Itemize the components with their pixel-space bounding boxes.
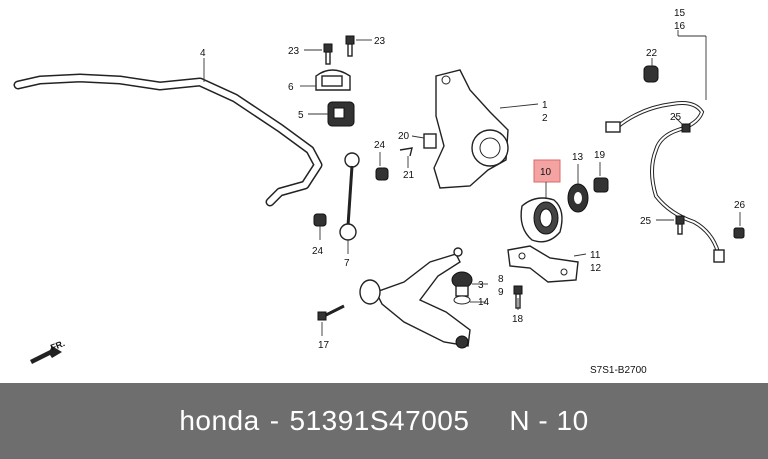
label-4: 4 <box>200 48 206 59</box>
label-12: 12 <box>590 263 602 274</box>
caption-brand: honda <box>179 405 260 436</box>
label-8: 8 <box>498 274 504 285</box>
label-9: 9 <box>498 287 504 298</box>
label-17: 17 <box>318 340 330 351</box>
caption-ref: N - 10 <box>509 405 589 436</box>
diagram-code: S7S1-B2700 <box>590 365 647 376</box>
lower-arm <box>359 247 471 349</box>
label-1: 1 <box>542 100 548 111</box>
wheel-sensor-harness <box>605 101 725 263</box>
clip-14 <box>453 295 471 305</box>
label-22: 22 <box>646 48 658 59</box>
label-6: 6 <box>288 82 294 93</box>
bolt-26 <box>733 227 745 239</box>
label-23-left: 23 <box>288 46 300 57</box>
grommet-22 <box>643 65 659 83</box>
label-3: 3 <box>478 280 484 291</box>
bolt-23-right <box>345 35 355 57</box>
bolt-25-lower <box>675 215 685 235</box>
ball-joint-3 <box>451 271 473 297</box>
label-2: 2 <box>542 113 548 124</box>
stabilizer-link-7 <box>339 152 360 241</box>
parts-diagram: 4 23 23 6 5 7 24 24 <box>13 8 746 376</box>
stabilizer-holder-6 <box>315 69 351 91</box>
caption-bar: honda - 51391S47005 N - 10 <box>0 383 768 459</box>
bolt-23-left <box>323 43 333 65</box>
label-5: 5 <box>298 110 304 121</box>
label-26: 26 <box>734 200 746 211</box>
bolt-17 <box>317 304 345 321</box>
label-14: 14 <box>478 297 490 308</box>
label-18: 18 <box>512 314 524 325</box>
nut-20 <box>423 133 437 149</box>
compliance-bushing-10 <box>520 197 563 243</box>
knuckle <box>433 69 509 189</box>
label-10: 10 <box>540 167 552 178</box>
label-13: 13 <box>572 152 584 163</box>
label-25-lower: 25 <box>640 216 652 227</box>
front-direction-label: FR. <box>49 338 66 353</box>
label-19: 19 <box>594 150 606 161</box>
caption-part-number: 51391S47005 <box>289 405 470 436</box>
label-23-right: 23 <box>374 36 386 47</box>
label-7: 7 <box>344 258 350 269</box>
stabilizer-bushing-5 <box>327 101 355 127</box>
bolt-25-upper <box>681 123 691 133</box>
label-24-left: 24 <box>312 246 324 257</box>
cotter-pin-21 <box>399 147 413 157</box>
highlight-box-10 <box>533 159 561 183</box>
label-16: 16 <box>674 21 686 32</box>
nut-24-right <box>375 167 389 181</box>
label-11: 11 <box>590 250 601 261</box>
label-21: 21 <box>403 170 415 181</box>
label-24-right: 24 <box>374 140 386 151</box>
stabilizer-bar <box>13 73 323 207</box>
nut-24-left <box>313 213 327 227</box>
diagram-svg: 4 23 23 6 5 7 24 24 <box>13 8 746 376</box>
label-15: 15 <box>674 8 686 19</box>
nut-19 <box>593 177 609 193</box>
label-25-upper: 25 <box>670 112 682 123</box>
front-direction-arrow-icon <box>30 346 62 364</box>
label-20: 20 <box>398 131 410 142</box>
washer-13 <box>567 183 589 213</box>
caption-dash: - <box>269 405 280 436</box>
bushing-bracket <box>507 245 579 283</box>
